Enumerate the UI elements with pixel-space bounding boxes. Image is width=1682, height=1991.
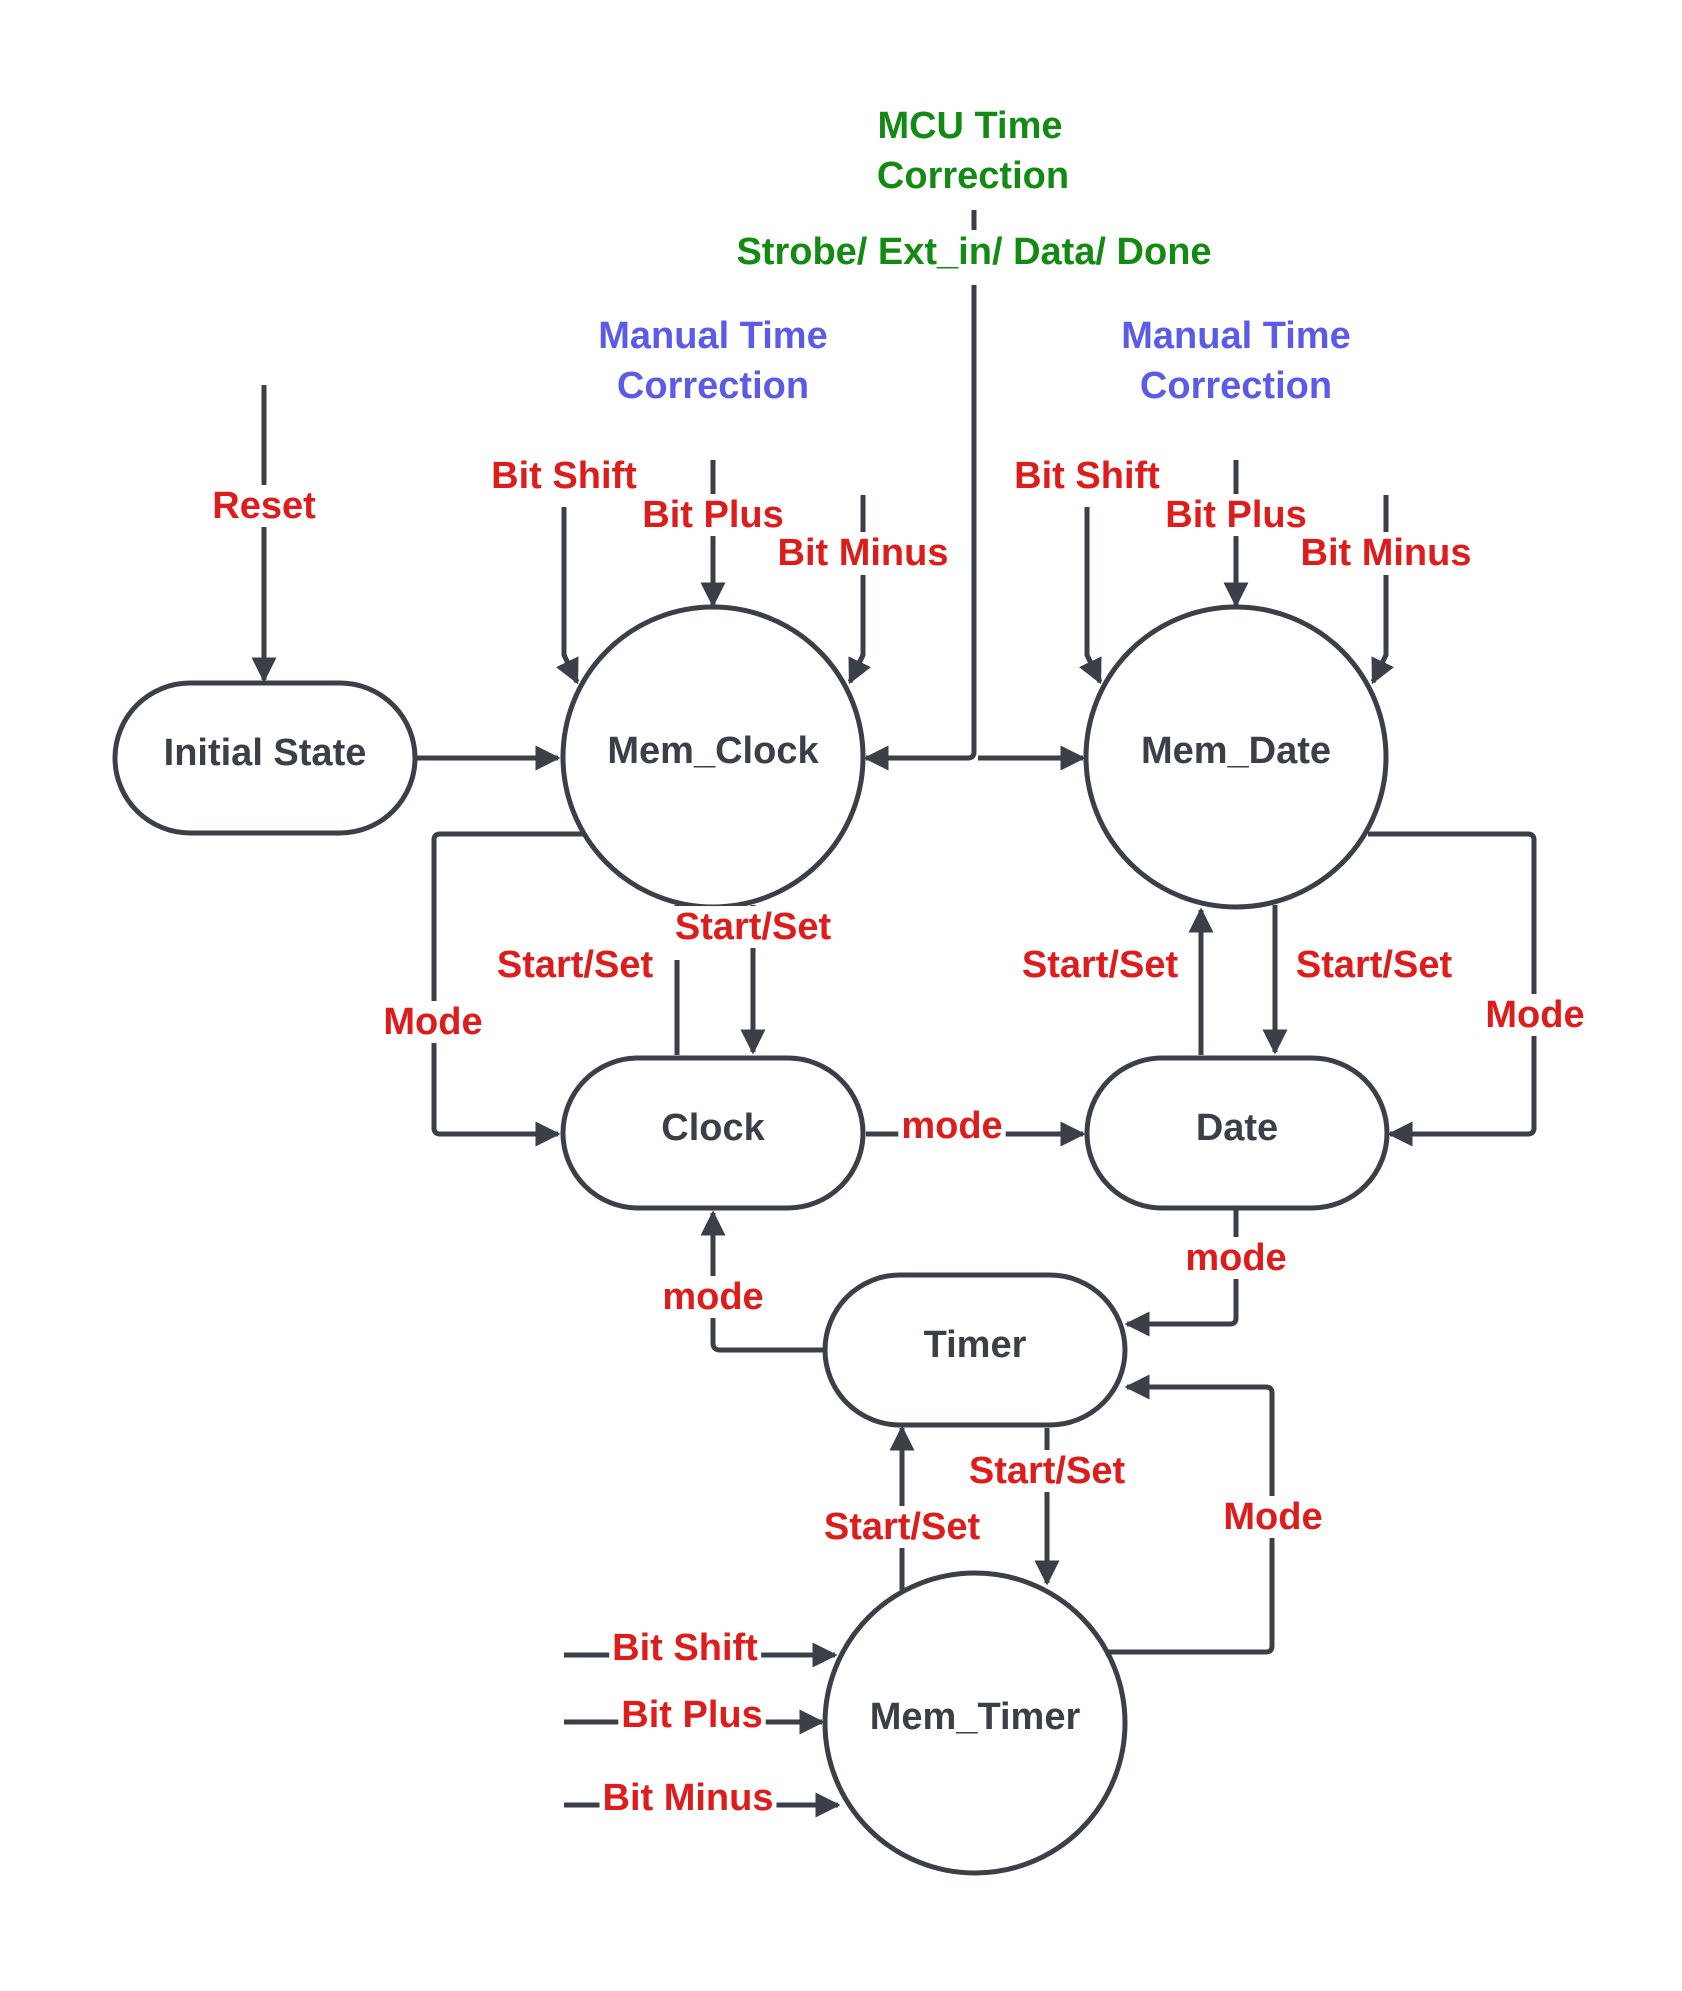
label-clock-bit-shift: Bit Shift bbox=[491, 455, 637, 497]
node-mem-date[interactable]: Mem_Date bbox=[1083, 604, 1389, 910]
label-background bbox=[613, 365, 813, 408]
edge-date-bit-shift bbox=[1078, 507, 1103, 685]
label-memtimer-mode: Mode bbox=[1223, 1496, 1322, 1538]
label-clock-to-memclock: Start/Set bbox=[497, 944, 654, 986]
label-background bbox=[609, 1627, 762, 1670]
label-background bbox=[1011, 455, 1164, 498]
label-background bbox=[493, 944, 657, 987]
node-date[interactable]: Date bbox=[1084, 1055, 1390, 1211]
label-date-bit-plus: Bit Plus bbox=[1165, 494, 1306, 536]
edge-date-bit-minus bbox=[1370, 575, 1395, 685]
label-timer-to-memtimer: Start/Set bbox=[969, 1450, 1126, 1492]
label-background bbox=[595, 315, 831, 358]
label-timer-bit-minus: Bit Minus bbox=[603, 1777, 774, 1819]
label-background bbox=[1297, 532, 1475, 575]
label-clock-bit-plus: Bit Plus bbox=[642, 494, 783, 536]
label-date-to-memdate: Start/Set bbox=[1022, 944, 1179, 986]
label-background bbox=[820, 1506, 984, 1549]
label-background bbox=[965, 1450, 1129, 1493]
label-background bbox=[1182, 1237, 1290, 1280]
node-initial-state[interactable]: Initial State bbox=[112, 680, 418, 836]
manual-left-line1: Manual Time bbox=[598, 315, 827, 357]
node-initial-state-label: Initial State bbox=[164, 732, 367, 774]
label-date-to-timer: mode bbox=[1185, 1237, 1286, 1279]
label-background bbox=[1482, 994, 1588, 1037]
label-background bbox=[1162, 494, 1310, 537]
label-timer-to-clock: mode bbox=[662, 1276, 763, 1318]
label-background bbox=[774, 532, 952, 575]
label-memclock-to-clock: Start/Set bbox=[675, 906, 832, 948]
label-memclock-mode: Mode bbox=[383, 1001, 482, 1043]
edge-mcu-line-main bbox=[863, 285, 977, 771]
node-clock[interactable]: Clock bbox=[560, 1055, 866, 1211]
label-background bbox=[639, 494, 787, 537]
edge-clock-bit-minus bbox=[847, 575, 872, 685]
mcu-signals-label: Strobe/ Ext_in/ Data/ Done bbox=[736, 231, 1211, 273]
label-timer-bit-shift: Bit Shift bbox=[612, 1627, 758, 1669]
mcu-title-line2: Correction bbox=[877, 155, 1069, 197]
node-clock-label: Clock bbox=[661, 1107, 765, 1149]
label-background bbox=[599, 1777, 777, 1820]
edge-timer-to-clock bbox=[700, 1210, 825, 1353]
label-background bbox=[488, 455, 641, 498]
manual-left-line2: Correction bbox=[617, 365, 809, 407]
label-background bbox=[874, 105, 1066, 148]
label-reset: Reset bbox=[212, 485, 316, 527]
label-date-bit-shift: Bit Shift bbox=[1014, 455, 1160, 497]
node-mem-timer-label: Mem_Timer bbox=[870, 1696, 1081, 1738]
label-background bbox=[873, 155, 1073, 198]
label-background bbox=[1118, 315, 1354, 358]
edge-memdate-mode bbox=[1368, 831, 1537, 1147]
label-clock-bit-minus: Bit Minus bbox=[778, 532, 949, 574]
label-background bbox=[659, 1276, 767, 1319]
node-date-label: Date bbox=[1196, 1107, 1278, 1149]
label-background bbox=[1018, 944, 1182, 987]
label-background bbox=[1136, 365, 1336, 408]
mcu-title-line1: MCU Time bbox=[877, 105, 1062, 147]
label-memtimer-to-timer: Start/Set bbox=[824, 1506, 981, 1548]
label-background bbox=[1292, 944, 1456, 987]
edge-date-to-timer bbox=[1124, 1210, 1239, 1337]
label-date-bit-minus: Bit Minus bbox=[1301, 532, 1472, 574]
node-timer-label: Timer bbox=[924, 1324, 1027, 1366]
edge-memclock-mode bbox=[431, 831, 583, 1147]
node-mem-clock-label: Mem_Clock bbox=[607, 730, 819, 772]
label-background bbox=[733, 231, 1215, 274]
node-mem-clock[interactable]: Mem_Clock bbox=[560, 604, 866, 910]
label-background bbox=[1220, 1496, 1326, 1539]
edge-clock-bit-shift bbox=[555, 507, 580, 685]
node-mem-date-label: Mem_Date bbox=[1141, 730, 1331, 772]
label-background bbox=[671, 906, 835, 949]
node-mem-timer[interactable]: Mem_Timer bbox=[822, 1570, 1128, 1876]
label-background bbox=[209, 485, 320, 528]
label-background bbox=[380, 1001, 486, 1044]
manual-right-line2: Correction bbox=[1140, 365, 1332, 407]
node-timer[interactable]: Timer bbox=[822, 1272, 1128, 1428]
label-memdate-mode: Mode bbox=[1485, 994, 1584, 1036]
label-background bbox=[898, 1105, 1006, 1148]
label-memdate-to-date: Start/Set bbox=[1296, 944, 1453, 986]
manual-right-line1: Manual Time bbox=[1121, 315, 1350, 357]
label-background bbox=[618, 1694, 766, 1737]
label-clock-to-date: mode bbox=[901, 1105, 1002, 1147]
label-timer-bit-plus: Bit Plus bbox=[621, 1694, 762, 1736]
